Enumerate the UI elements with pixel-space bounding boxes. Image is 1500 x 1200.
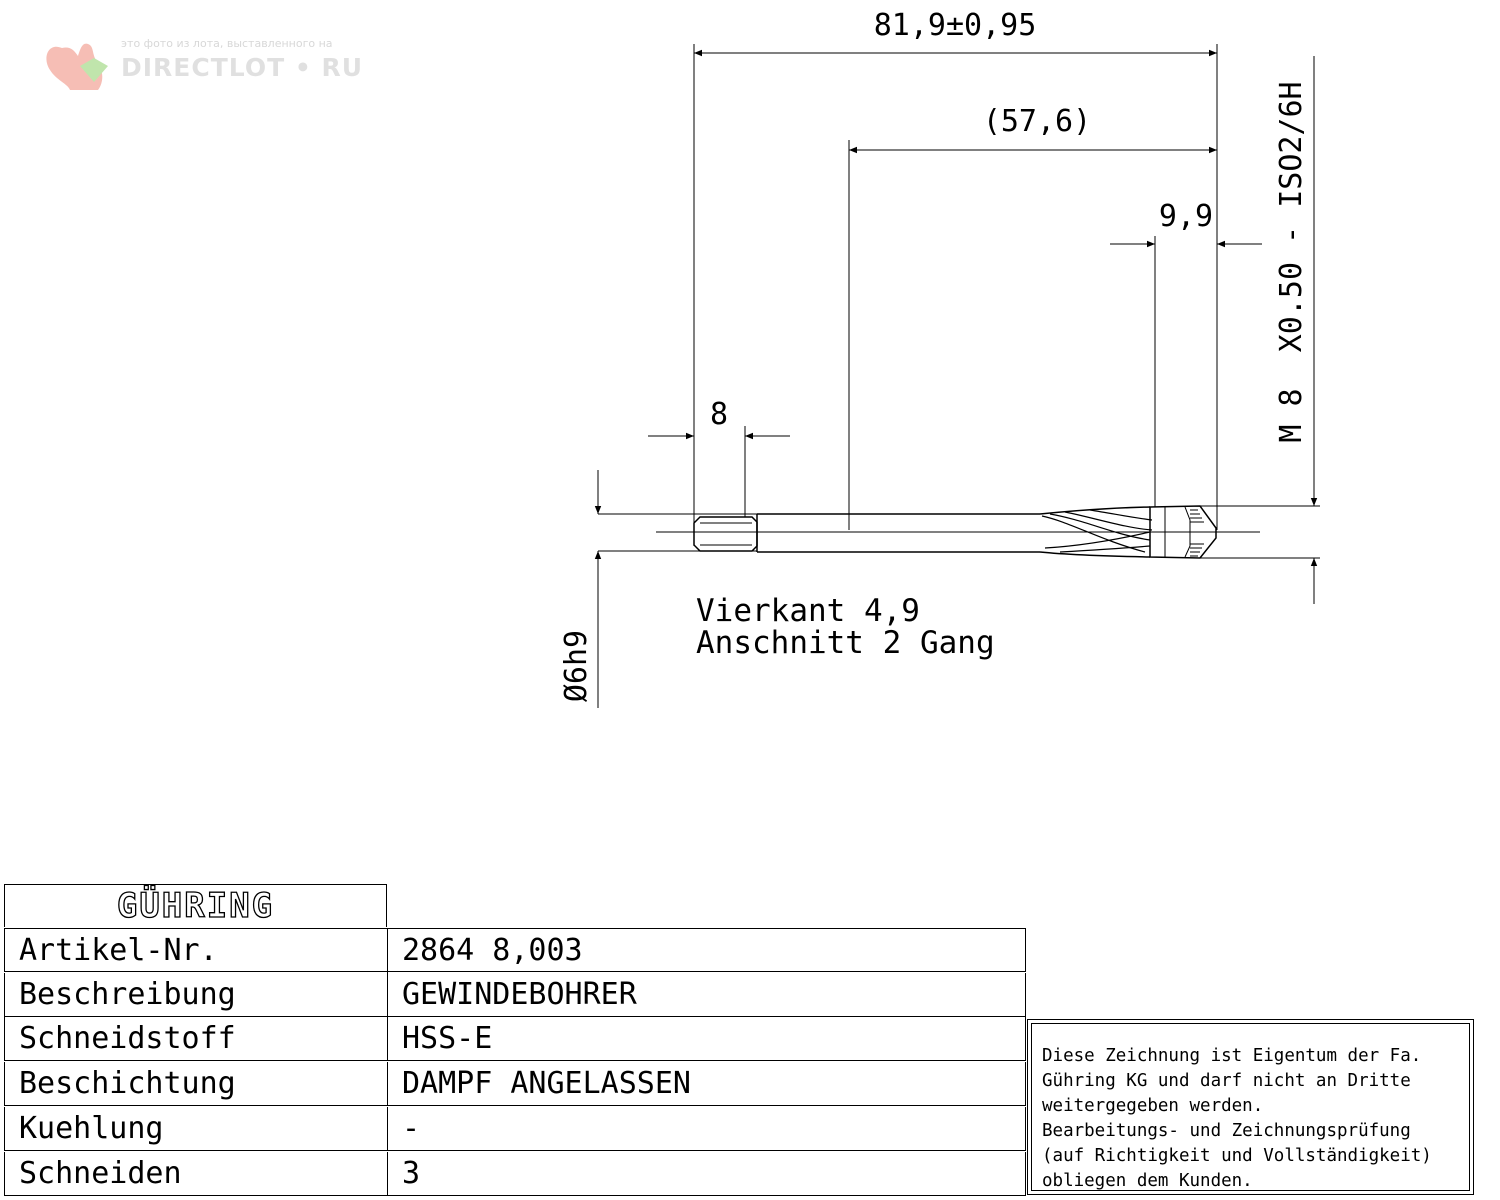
title-block-label: Kuehlung (5, 1106, 388, 1151)
notice-line: weitergegeben werden. (1042, 1096, 1264, 1116)
notice-inner-frame: Diese Zeichnung ist Eigentum der Fa. Gühr… (1031, 1023, 1470, 1191)
title-block-label: Schneiden (5, 1151, 388, 1196)
shank-diameter-label: Ø6h9 (559, 630, 594, 702)
title-block-row: Beschichtung DAMPF ANGELASSEN (4, 1062, 1026, 1107)
title-block-value: - (402, 1110, 421, 1146)
title-block-value: DAMPF ANGELASSEN (402, 1066, 691, 1102)
title-block-value: GEWINDEBOHRER (402, 976, 637, 1012)
notice-line: Gühring KG und darf nicht an Dritte (1042, 1071, 1411, 1091)
note-chamfer: Anschnitt 2 Gang (696, 625, 995, 661)
extension-lines (598, 44, 1320, 559)
title-block-value: HSS-E (402, 1021, 493, 1057)
dimension-overall-length: 81,9±0,95 (694, 8, 1217, 57)
overall-length-label: 81,9±0,95 (874, 8, 1037, 43)
logo-text: GÜHRING (116, 885, 275, 926)
dimension-thread-length: 9,9 (1110, 199, 1262, 248)
note-square: Vierkant 4,9 (696, 593, 920, 629)
square-length-label: 8 (710, 397, 728, 432)
title-block-label: Beschreibung (5, 972, 388, 1017)
dimension-thread-spec: M 8 X0.50 - ISO2/6H (1274, 56, 1318, 604)
watermark-caption: это фото из лота, выставленного на (121, 37, 333, 50)
guehring-logo: GÜHRING (4, 884, 387, 927)
title-block-row: Schneidstoff HSS-E (4, 1017, 1026, 1062)
title-block-label: Schneidstoff (5, 1017, 388, 1062)
title-block-row: Beschreibung GEWINDEBOHRER (4, 972, 1026, 1017)
title-block-row: Kuehlung- (4, 1106, 1026, 1151)
title-block-row: Schneiden 3 (4, 1151, 1026, 1196)
shank-length-label: (57,6) (983, 104, 1091, 139)
notice-line: (auf Richtigkeit und Vollständigkeit) (1042, 1146, 1432, 1166)
thread-spec-label: M 8 X0.50 - ISO2/6H (1274, 81, 1309, 442)
thread-length-label: 9,9 (1159, 199, 1213, 234)
dimension-square-length: 8 (648, 397, 790, 440)
ownership-notice: Diese Zeichnung ist Eigentum der Fa. Gühr… (1027, 1019, 1474, 1195)
title-block-label: Beschichtung (5, 1062, 388, 1107)
watermark: это фото из лота, выставленного на DIREC… (46, 37, 363, 90)
squirrel-logo-icon (46, 43, 108, 90)
notice-text: Diese Zeichnung ist Eigentum der Fa. Gühr… (1032, 1024, 1469, 1194)
title-block-row: Artikel-Nr. 2864 8,003 (4, 928, 1026, 973)
dimension-shank-length: (57,6) (849, 104, 1217, 154)
title-block-value: 3 (402, 1155, 421, 1191)
notice-line: Diese Zeichnung ist Eigentum der Fa. (1042, 1046, 1422, 1066)
notice-line: obliegen dem Kunden. (1042, 1171, 1253, 1191)
title-block-value: 2864 8,003 (402, 933, 583, 968)
dimension-shank-diameter: Ø6h9 (559, 470, 602, 708)
title-block-label: Artikel-Nr. (5, 929, 388, 973)
watermark-brand: DIRECTLOT • RU (121, 53, 363, 82)
notice-line: Bearbeitungs- und Zeichnungsprüfung (1042, 1121, 1411, 1141)
